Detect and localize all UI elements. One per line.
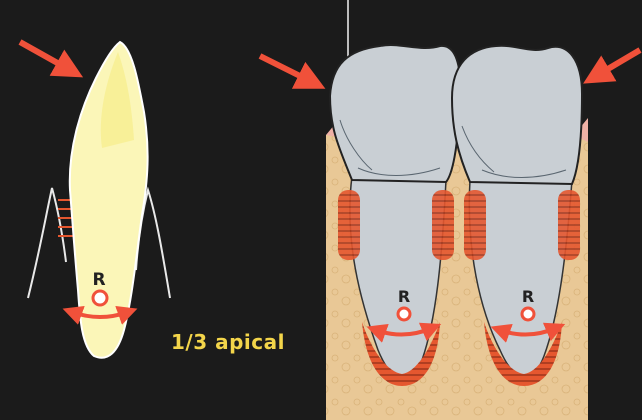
rotation-center-label: R xyxy=(398,287,410,306)
force-arrow-icon xyxy=(20,42,70,70)
gum-outline-left xyxy=(28,188,66,298)
left-tooth-diagram: R xyxy=(20,42,170,358)
rotation-center-label: R xyxy=(92,270,105,290)
caption-apical-third: 1/3 apical xyxy=(171,330,285,354)
rotation-center-icon xyxy=(398,308,410,320)
right-teeth-diagram: R R xyxy=(260,45,640,420)
force-arrow-icon xyxy=(260,56,312,82)
rotation-center-label: R xyxy=(522,287,534,306)
force-arrow-icon xyxy=(596,50,640,76)
rotation-center-icon xyxy=(93,291,107,305)
rotation-center-icon xyxy=(522,308,534,320)
